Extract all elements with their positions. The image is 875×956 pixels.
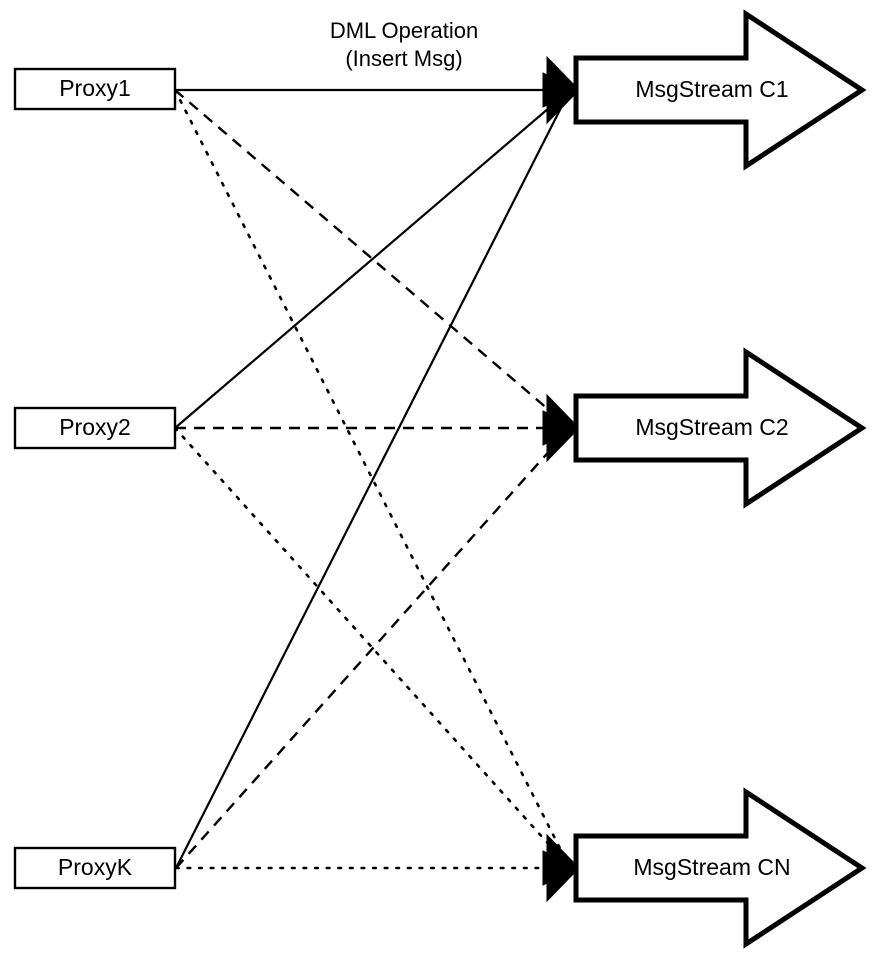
arrowhead-core xyxy=(542,72,581,108)
arrowhead-c2 xyxy=(542,393,581,463)
stream-nodes-layer: MsgStream C1 MsgStream C2 MsgStream CN xyxy=(573,9,867,949)
arrowhead-cn xyxy=(542,833,581,903)
proxy-node-proxy1[interactable]: Proxy1 xyxy=(13,67,177,111)
stream-arrow-shape-c2[interactable] xyxy=(573,347,867,509)
proxy-node-proxyk[interactable]: ProxyK xyxy=(13,846,177,890)
stream-node-c2[interactable]: MsgStream C2 xyxy=(573,347,867,509)
arrowhead-core xyxy=(542,410,581,446)
proxy-box-proxyk[interactable] xyxy=(13,846,177,890)
proxy-label-proxy1: Proxy1 xyxy=(59,75,131,101)
arrowhead-core xyxy=(542,850,581,886)
proxy-label-proxyk: ProxyK xyxy=(58,854,133,880)
edge-label-line-2: (Insert Msg) xyxy=(345,46,462,71)
edge-label-line-1: DML Operation xyxy=(330,18,478,43)
edge-proxy2-c1 xyxy=(174,89,571,429)
stream-label-cn: MsgStream CN xyxy=(633,854,790,880)
arrowhead-c1 xyxy=(542,55,581,125)
proxy-node-proxy2[interactable]: Proxy2 xyxy=(13,406,177,450)
proxy-box-proxy2[interactable] xyxy=(13,406,177,450)
stream-node-cn[interactable]: MsgStream CN xyxy=(573,787,867,949)
stream-node-c1[interactable]: MsgStream C1 xyxy=(573,9,867,171)
proxy-label-proxy2: Proxy2 xyxy=(59,414,131,440)
edge-proxyk-c2 xyxy=(175,427,571,869)
stream-label-c2: MsgStream C2 xyxy=(635,414,788,440)
stream-arrow-shape-cn[interactable] xyxy=(573,787,867,949)
stream-arrow-shape-c1[interactable] xyxy=(573,9,867,171)
stream-label-c1: MsgStream C1 xyxy=(635,76,788,102)
edge-label-dml-operation: DML Operation (Insert Msg) xyxy=(330,18,478,71)
proxy-box-proxy1[interactable] xyxy=(13,67,177,111)
edge-proxy1-c2 xyxy=(174,89,571,429)
edges-layer xyxy=(173,88,572,870)
edge-proxyk-c1 xyxy=(175,89,571,869)
arrowheads-layer xyxy=(542,55,581,903)
